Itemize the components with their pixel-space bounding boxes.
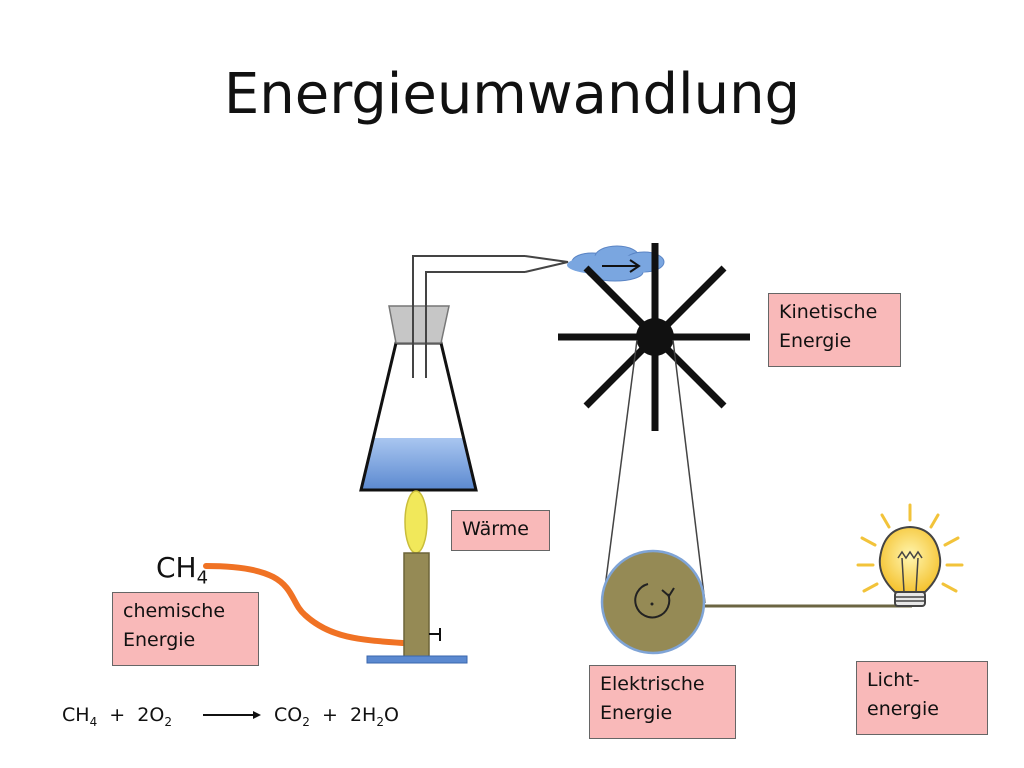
equation-products: CO2 + 2H2O	[274, 704, 399, 729]
eq-product2-end: O	[383, 704, 399, 726]
eq-product1-main: CO	[274, 704, 303, 726]
reaction-arrow-icon	[203, 711, 261, 719]
eq-reactant2-main: 2O	[137, 704, 165, 726]
flask-water	[361, 438, 476, 490]
label-heat: Wärme	[451, 510, 550, 551]
flask-stopper	[388, 305, 450, 344]
burner-base	[366, 655, 468, 664]
label-chemical-line2: Energie	[123, 628, 196, 651]
gas-formula-main: CH	[156, 551, 197, 584]
label-light-line1: Licht-	[867, 669, 920, 691]
eq-plus2: +	[309, 704, 350, 726]
eq-reactant2-sub: 2	[164, 714, 172, 729]
label-chemical-energy: chemische Energie	[112, 592, 259, 666]
label-light-line2: energie	[867, 697, 939, 720]
label-kinetic-energy: Kinetische Energie	[768, 293, 901, 367]
turbine-hub	[636, 318, 674, 356]
eq-plus1: +	[97, 704, 138, 726]
label-electric-line1: Elektrische	[600, 673, 705, 695]
equation-reactants: CH4 + 2O2	[62, 704, 172, 729]
eq-product2-main: 2H	[349, 704, 377, 726]
gas-formula-sub: 4	[196, 567, 209, 589]
label-kinetic-line1: Kinetische	[779, 301, 878, 323]
steam-tube	[412, 255, 569, 378]
generator	[600, 549, 706, 655]
label-chemical-line1: chemische	[123, 600, 226, 622]
label-heat-text: Wärme	[462, 518, 529, 540]
label-light-energy: Licht- energie	[856, 661, 988, 735]
lightbulb-icon	[856, 503, 964, 607]
gas-hose	[203, 563, 406, 646]
label-kinetic-line2: Energie	[779, 329, 852, 352]
drive-belt	[602, 339, 706, 604]
eq-reactant1-main: CH	[62, 704, 90, 726]
rotation-arrow-icon	[634, 583, 671, 619]
gas-formula: CH4	[156, 551, 208, 589]
steam-cloud	[567, 245, 665, 282]
eq-reactant1-sub: 4	[89, 714, 98, 729]
bunsen-burner	[366, 490, 468, 664]
slide-title: Energieumwandlung	[223, 62, 801, 127]
erlenmeyer-flask	[359, 305, 478, 492]
eq-product1-sub: 2	[302, 714, 310, 729]
label-electric-line2: Energie	[600, 701, 673, 724]
flame	[404, 490, 428, 554]
eq-product2-sub: 2	[376, 714, 384, 729]
label-electric-energy: Elektrische Energie	[589, 665, 736, 739]
